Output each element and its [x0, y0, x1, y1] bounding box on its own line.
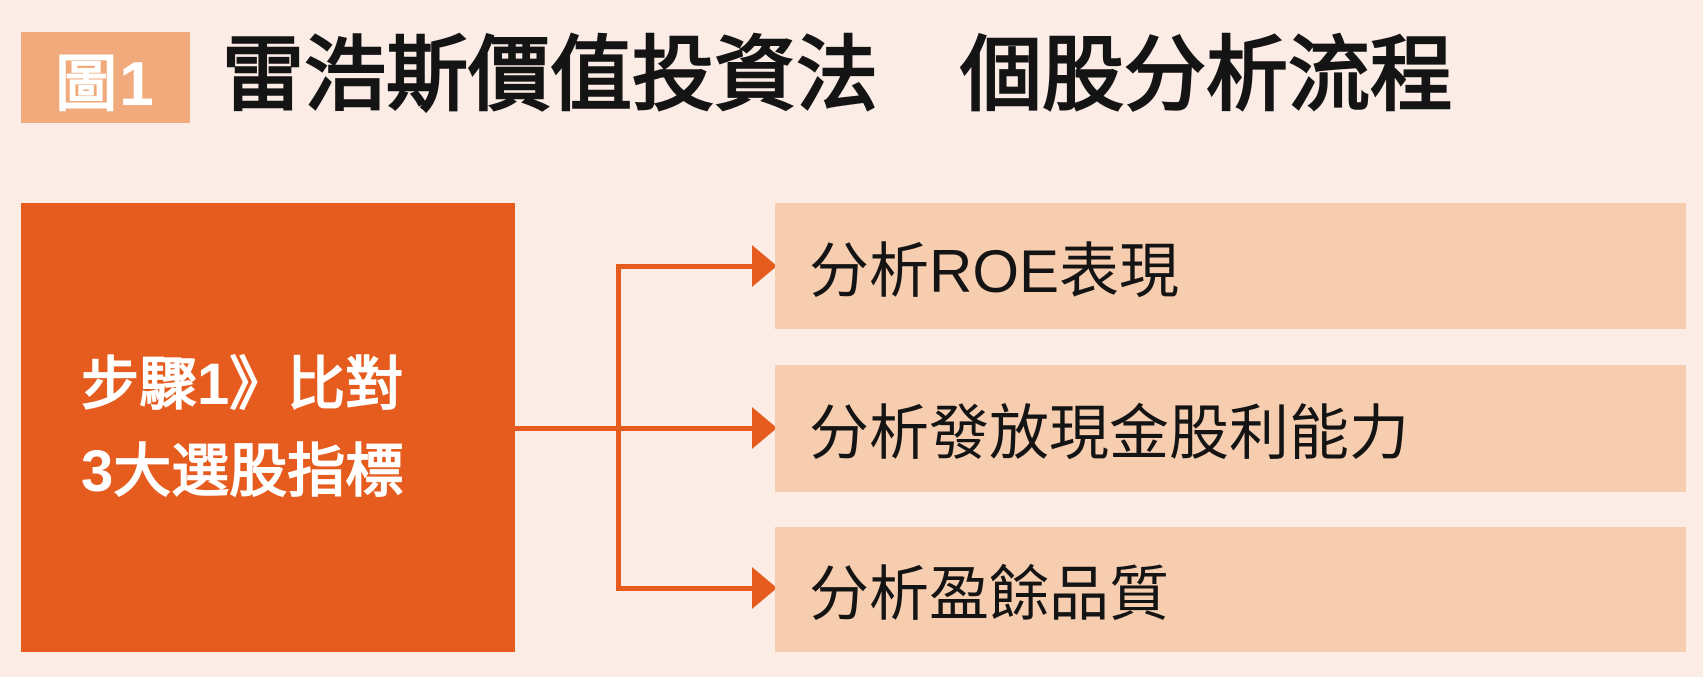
- figure-badge: 圖1: [21, 32, 190, 123]
- step-1-label-line1: 步驟1》比對: [81, 351, 404, 417]
- connector-line-bottom: [616, 586, 752, 591]
- output-label: 分析盈餘品質: [809, 561, 1169, 628]
- step-1-box: 步驟1》比對 3大選股指標: [21, 203, 515, 652]
- output-label: 分析發放現金股利能力: [809, 400, 1409, 467]
- arrow-right-icon: [752, 567, 777, 609]
- arrow-right-icon: [752, 245, 777, 287]
- output-label: 分析ROE表現: [809, 237, 1180, 305]
- output-box-earnings-quality: 分析盈餘品質: [775, 527, 1686, 652]
- arrow-right-icon: [752, 407, 777, 449]
- step-1-label-line2: 3大選股指標: [81, 438, 404, 504]
- connector-line-middle: [515, 426, 752, 431]
- output-box-roe: 分析ROE表現: [775, 203, 1686, 329]
- figure-title: 雷浩斯價值投資法 個股分析流程: [222, 30, 1453, 121]
- connector-line-vertical: [616, 264, 621, 590]
- output-box-dividend: 分析發放現金股利能力: [775, 365, 1686, 492]
- connector-line-top: [616, 264, 752, 269]
- figure-badge-label: 圖1: [55, 49, 156, 119]
